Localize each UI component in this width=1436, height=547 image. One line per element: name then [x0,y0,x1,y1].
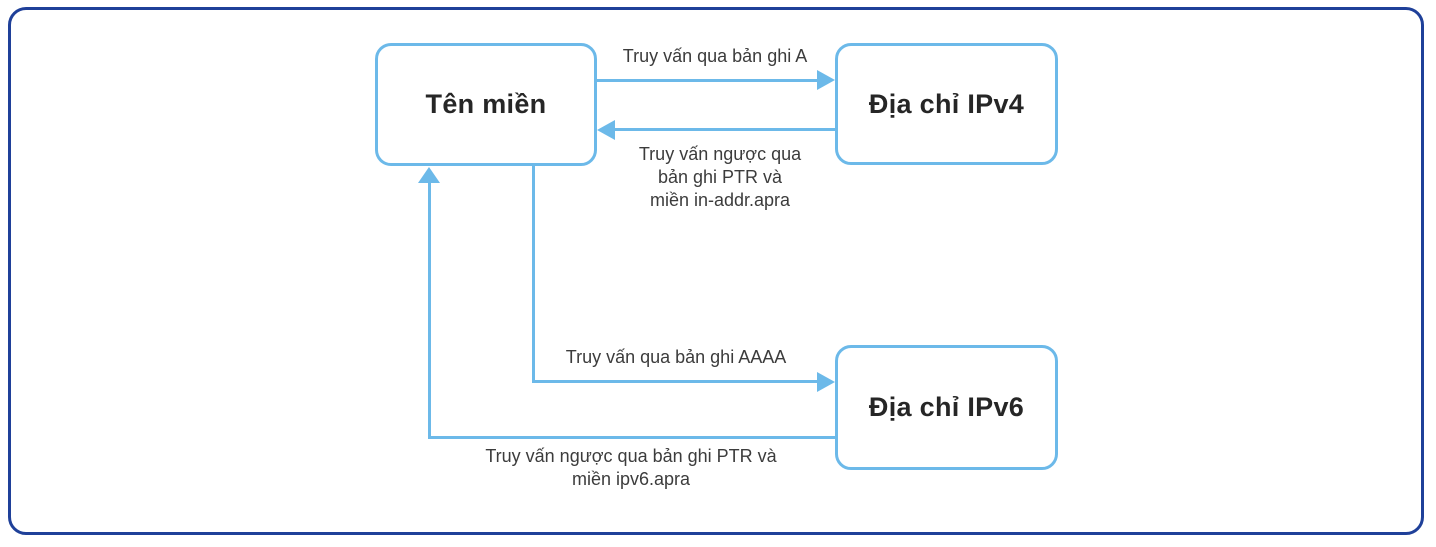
edge-aaaa-record-label: Truy vấn qua bản ghi AAAA [565,347,787,367]
edge-ptr-ipv6-label-line1: Truy vấn ngược qua bản ghi PTR và [485,446,777,466]
arrowhead-left-icon [597,120,615,140]
edge-aaaa-record-line-horizontal [532,380,817,383]
edge-ptr-ipv4-label: Truy vấn ngược qua bản ghi PTR và miền i… [595,143,845,212]
edge-ptr-ipv6-label: Truy vấn ngược qua bản ghi PTR và miền i… [448,445,814,491]
node-ipv4-address-label: Địa chỉ IPv4 [868,88,1025,119]
node-ipv6-address: Địa chỉ IPv6 [835,345,1058,470]
node-domain: Tên miền [375,43,597,166]
edge-ptr-ipv4-label-line1: Truy vấn ngược qua [638,144,802,164]
edge-ptr-ipv4-line [615,128,835,131]
edge-a-record-label: Truy vấn qua bản ghi A [622,46,808,66]
edge-ptr-ipv6-label-line2: miền ipv6.apra [571,469,691,489]
node-domain-label: Tên miền [425,89,547,119]
node-ipv4-address: Địa chỉ IPv4 [835,43,1058,165]
diagram-frame [8,7,1424,535]
edge-ptr-ipv6-line-horizontal [428,436,835,439]
arrowhead-up-icon [418,167,440,183]
node-ipv6-address-label: Địa chỉ IPv6 [868,392,1025,422]
arrowhead-right-icon [817,70,835,90]
edge-ptr-ipv4-label-line2: bản ghi PTR và [657,167,783,187]
arrowhead-right-icon [817,372,835,392]
edge-a-record-line [597,79,819,82]
edge-ptr-ipv6-line-vertical [428,182,431,439]
edge-ptr-ipv4-label-line3: miền in-addr.apra [649,190,791,210]
edge-aaaa-record-line-vertical [532,166,535,383]
